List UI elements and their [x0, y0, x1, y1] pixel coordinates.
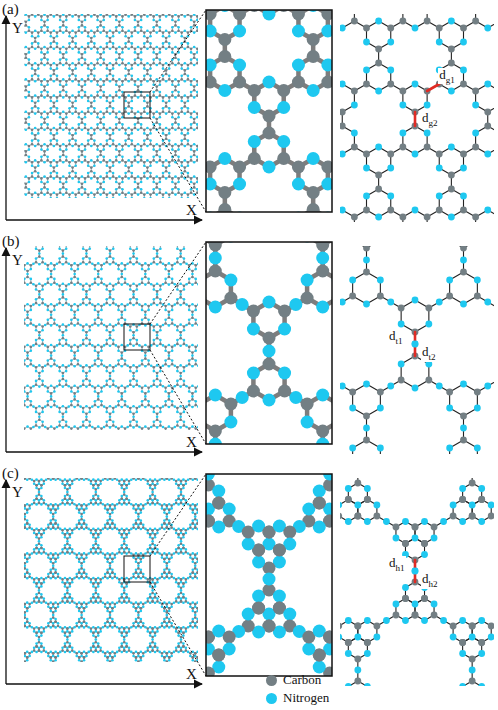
- axis-label: Y: [12, 20, 23, 37]
- inset-frame: [206, 242, 332, 444]
- bridge-atom: [412, 341, 419, 348]
- bridge-atom: [412, 568, 419, 575]
- legend-swatch: [266, 693, 277, 704]
- inset-lattice: [206, 474, 332, 676]
- bond-label: dh1: [388, 556, 406, 573]
- axes: [6, 16, 202, 684]
- legend-item: Nitrogen: [266, 690, 329, 706]
- lattice: [24, 478, 198, 662]
- bond-label: dg1: [438, 68, 456, 85]
- inset-frame: [206, 474, 332, 676]
- legend-swatch: [266, 675, 277, 686]
- bond-schematic: [340, 478, 494, 686]
- lattice: [24, 14, 198, 198]
- axis-label: X: [186, 434, 197, 451]
- inset-lattice: [206, 242, 332, 444]
- panel-label: (a): [2, 1, 19, 18]
- bond-label: dg2: [421, 111, 439, 128]
- bond-schematic: [340, 14, 494, 222]
- inset-ground: [206, 242, 332, 444]
- inset-ground: [206, 474, 332, 676]
- inset-ground: [206, 10, 332, 212]
- axis-label: X: [186, 202, 197, 219]
- bond-schematic: [340, 246, 494, 454]
- legend-item: Carbon: [266, 672, 321, 688]
- axis-label: Y: [12, 484, 23, 501]
- axis-label: X: [186, 666, 197, 683]
- inset-frame: [206, 10, 332, 212]
- legend-text: Carbon: [283, 672, 321, 688]
- zoom-marker: [124, 10, 206, 212]
- panel-label: (b): [2, 233, 20, 250]
- bond-label: dt1: [388, 329, 404, 346]
- lattice: [24, 246, 198, 430]
- bond-label: dt2: [421, 345, 437, 362]
- axis-label: Y: [12, 252, 23, 269]
- zoom-marker: [124, 242, 206, 444]
- bond-label: dh2: [421, 572, 439, 589]
- zoom-marker: [124, 474, 206, 676]
- legend-text: Nitrogen: [283, 690, 329, 706]
- inset-lattice: [206, 10, 332, 212]
- panel-label: (c): [2, 465, 19, 482]
